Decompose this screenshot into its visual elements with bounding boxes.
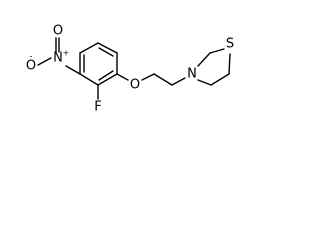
- ether-o-ch2-bond: [141, 73, 155, 81]
- ether-chain: O: [116, 73, 186, 93]
- ring-bond-2-inner: [98, 47, 114, 57]
- nitro-group: N + O O -: [26, 24, 81, 75]
- ring-bond-1: [79, 42, 99, 54]
- ring-bond-4-inner: [98, 70, 114, 81]
- ch2-ch2-bond: [153, 73, 173, 86]
- nitro-o-left-bond: [37, 57, 52, 66]
- ring2-bond-3: [228, 53, 231, 75]
- amine-n-label: N: [187, 67, 197, 82]
- nitro-o-top-label: O: [53, 24, 63, 39]
- ring-ether-o-bond: [116, 73, 129, 81]
- sulfur-label: S: [226, 37, 234, 52]
- ch2-amine-n-bond: [171, 77, 186, 86]
- nitro-o-left-label: O: [26, 59, 36, 74]
- ring-bond-5: [79, 73, 99, 86]
- nitro-o-left-charge: -: [30, 52, 33, 61]
- ring-nitro-bond: [65, 65, 81, 75]
- fluorine-label: F: [94, 100, 101, 115]
- molecule-canvas: N + O O - F O N S: [0, 0, 265, 137]
- ring2-bond-1: [197, 52, 211, 67]
- ring2-bond-4: [210, 73, 230, 86]
- thiomorpholine-ring: N S: [187, 37, 234, 86]
- benzene-ring: [79, 42, 118, 86]
- ring-bond-4: [97, 73, 118, 86]
- nitro-n-charge: +: [63, 49, 70, 58]
- ring2-bond-5: [197, 79, 212, 86]
- structure-diagram: N + O O - F O N S: [26, 24, 234, 115]
- fluoro-group: F: [94, 84, 102, 115]
- ether-o-label: O: [130, 78, 140, 93]
- ring-bond-2: [97, 42, 118, 54]
- nitro-n-label: N: [53, 51, 63, 66]
- ring2-bond-2: [209, 48, 225, 54]
